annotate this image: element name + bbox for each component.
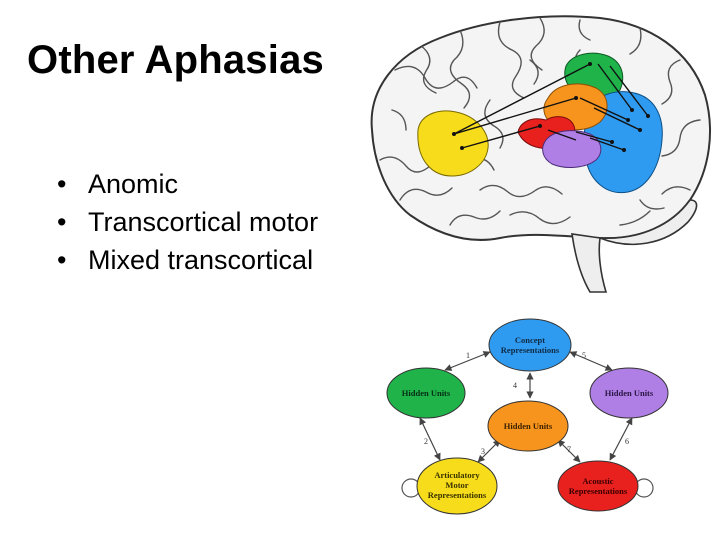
bullet-transcortical-motor: Transcortical motor [57, 203, 318, 241]
region-yellow [417, 110, 489, 177]
node-acoustic-representations: Acoustic Representations [557, 460, 639, 512]
svg-text:Hidden Units: Hidden Units [504, 421, 553, 431]
edge-label-4: 4 [513, 381, 517, 390]
svg-text:Motor: Motor [445, 480, 468, 490]
node-concept-representations: Concept Representations [488, 318, 572, 372]
svg-text:Representations: Representations [428, 490, 487, 500]
bullet-mixed-transcortical: Mixed transcortical [57, 241, 318, 279]
edge-label-6: 6 [625, 437, 629, 446]
svg-text:Representations: Representations [501, 345, 560, 355]
svg-text:Acoustic: Acoustic [582, 476, 613, 486]
svg-text:Hidden Units: Hidden Units [402, 388, 451, 398]
slide-title: Other Aphasias [27, 38, 324, 82]
bullet-list: Anomic Transcortical motor Mixed transco… [57, 165, 318, 279]
edge-label-3: 3 [481, 447, 485, 456]
edge-label-1: 1 [466, 351, 470, 360]
node-hidden-units-center: Hidden Units [487, 400, 569, 452]
node-articulatory-motor-representations: Articulatory Motor Representations [416, 457, 498, 515]
edge-label-2: 2 [424, 437, 428, 446]
edge-label-5: 5 [582, 351, 586, 360]
svg-text:Hidden Units: Hidden Units [605, 388, 654, 398]
node-hidden-units-right: Hidden Units [589, 367, 669, 419]
edge-label-7: 7 [567, 445, 571, 454]
region-purple [542, 130, 602, 168]
bullet-anomic: Anomic [57, 165, 318, 203]
svg-text:Representations: Representations [569, 486, 628, 496]
svg-text:Articulatory: Articulatory [434, 470, 480, 480]
svg-text:Concept: Concept [515, 335, 545, 345]
node-hidden-units-left: Hidden Units [386, 367, 466, 419]
